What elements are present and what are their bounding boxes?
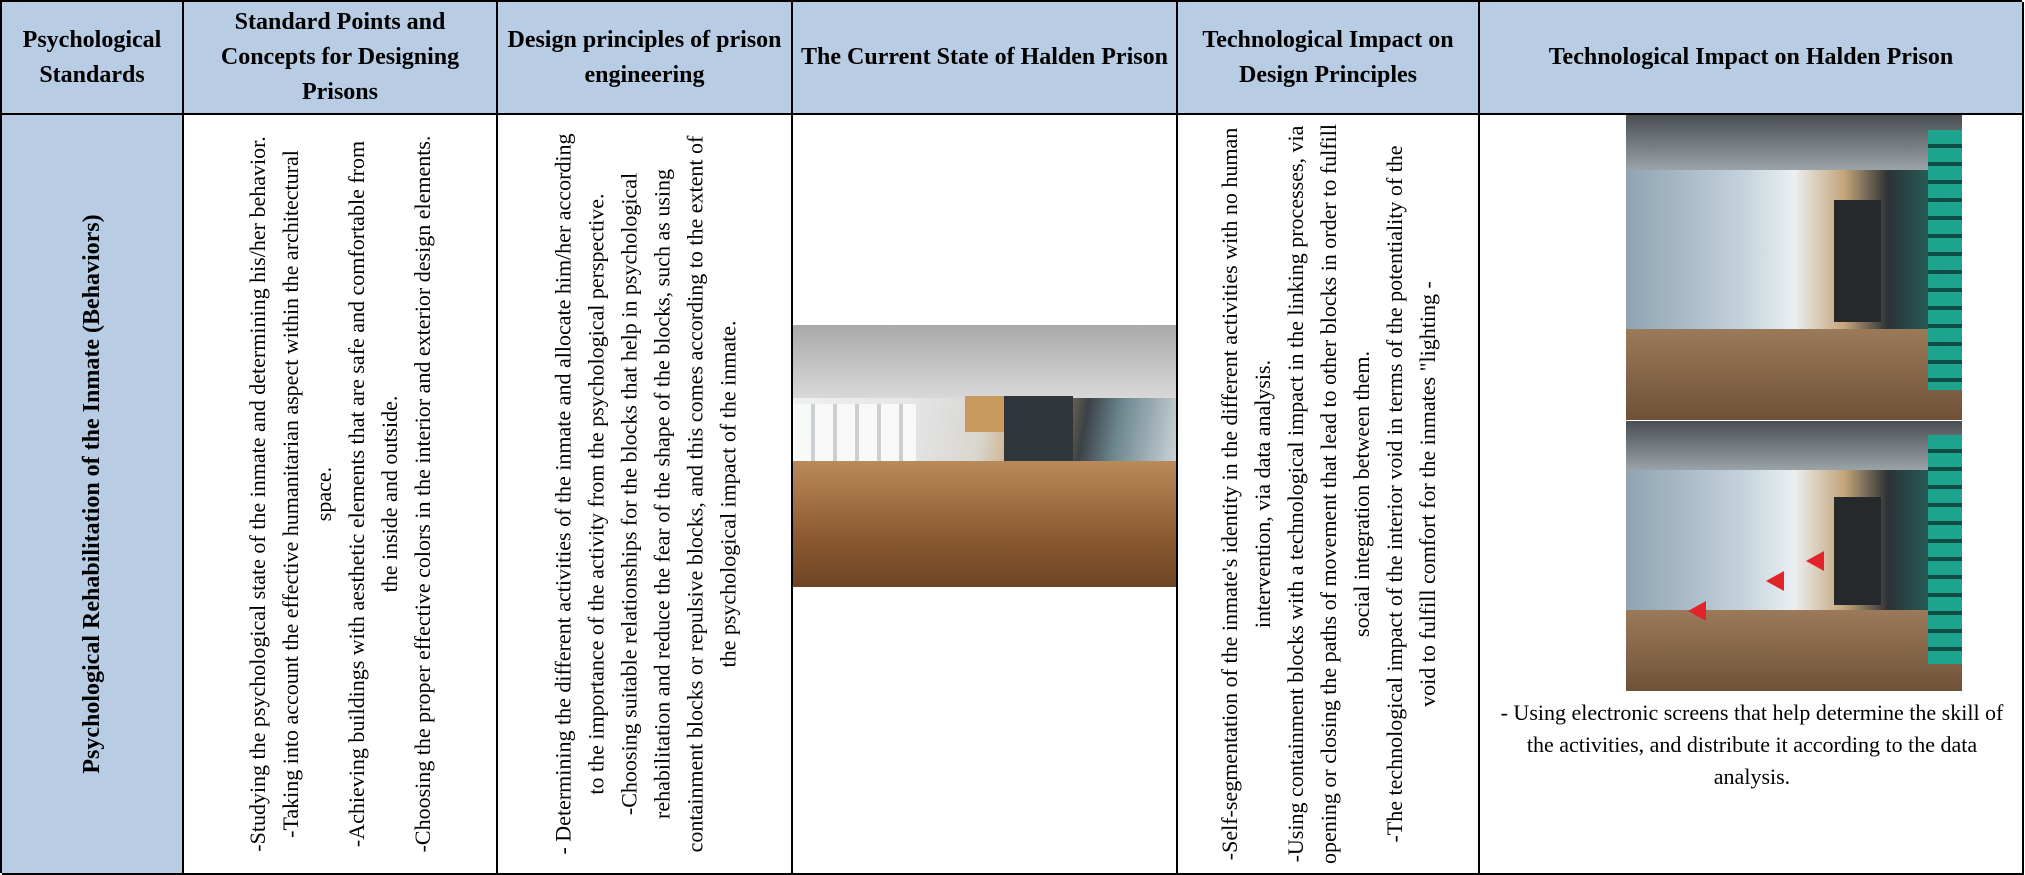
header-psychological-standards: Psychological Standards — [2, 2, 184, 115]
red-arrow-icon — [1766, 571, 1784, 591]
design-principle: - Determining the different activities o… — [549, 133, 608, 855]
tech-impact-principles-cell: -Self-segmentation of the inmate's ident… — [1178, 115, 1480, 875]
design-principle: -Choosing suitable relationships for the… — [615, 135, 740, 853]
standard-point: -Taking into account the effective human… — [278, 150, 336, 838]
header-tech-impact-halden: Technological Impact on Halden Prison — [1480, 2, 2024, 115]
standard-point: -Choosing the proper effective colors in… — [410, 135, 435, 853]
current-state-cell — [793, 115, 1178, 875]
header-design-principles: Design principles of prison engineering — [498, 2, 793, 115]
tech-principle: -Self-segmentation of the inmate's ident… — [1216, 127, 1275, 861]
header-standard-points: Standard Points and Concepts for Designi… — [184, 2, 498, 115]
header-current-state: The Current State of Halden Prison — [793, 2, 1178, 115]
standard-point: -Studying the psychological state of the… — [245, 136, 270, 852]
design-principles-cell: - Determining the different activities o… — [498, 115, 793, 875]
corridor-photo-top — [1626, 115, 1962, 420]
standard-points-cell: -Studying the psychological state of the… — [184, 115, 498, 875]
red-arrow-icon — [1806, 551, 1824, 571]
header-tech-impact-principles: Technological Impact on Design Principle… — [1178, 2, 1480, 115]
halden-gym-photo — [793, 325, 1176, 587]
red-arrow-icon — [1688, 601, 1706, 621]
tech-principle: -The technological impact of the interio… — [1381, 145, 1440, 843]
tech-principle: -Using containment blocks with a technol… — [1282, 124, 1374, 864]
category-label: Psychological Rehabilitation of the Inma… — [78, 214, 105, 774]
corridor-photo-bottom — [1626, 421, 1962, 691]
category-cell: Psychological Rehabilitation of the Inma… — [2, 115, 184, 875]
standard-point: -Achieving buildings with aesthetic elem… — [344, 140, 402, 848]
tech-impact-halden-caption: - Using electronic screens that help det… — [1500, 700, 2004, 789]
tech-impact-halden-cell: - Using electronic screens that help det… — [1480, 115, 2024, 875]
